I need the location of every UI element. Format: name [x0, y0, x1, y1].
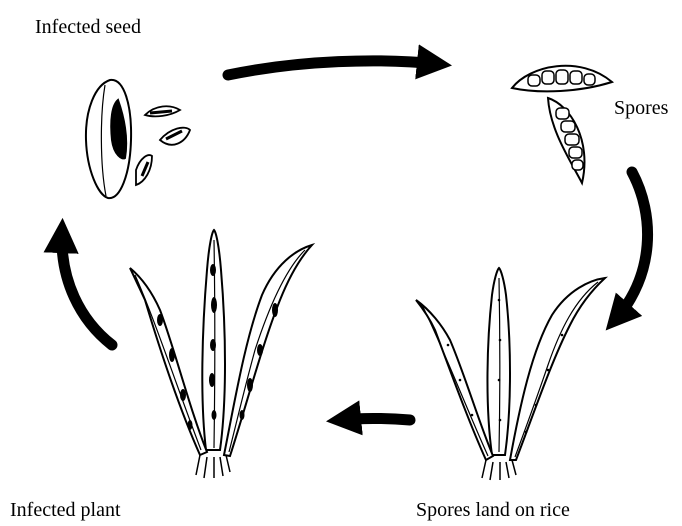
infected-seed-icon: [86, 80, 131, 198]
arrow-plant-to-seed: [62, 232, 112, 345]
infected-plant-icon: [130, 230, 312, 478]
arrow-rice-to-plant: [340, 419, 410, 421]
arrow-spores-to-rice: [615, 172, 648, 320]
label-infected-seed: Infected seed: [35, 17, 141, 37]
label-spores: Spores: [614, 98, 668, 118]
label-infected-plant: Infected plant: [10, 500, 121, 520]
spores-icon: [512, 66, 612, 183]
arrow-seed-to-spores: [228, 61, 438, 75]
rice-seedling-icon: [416, 268, 605, 480]
seed-spore-fragments-icon: [136, 106, 190, 185]
label-spores-land-on-rice: Spores land on rice: [416, 500, 570, 520]
